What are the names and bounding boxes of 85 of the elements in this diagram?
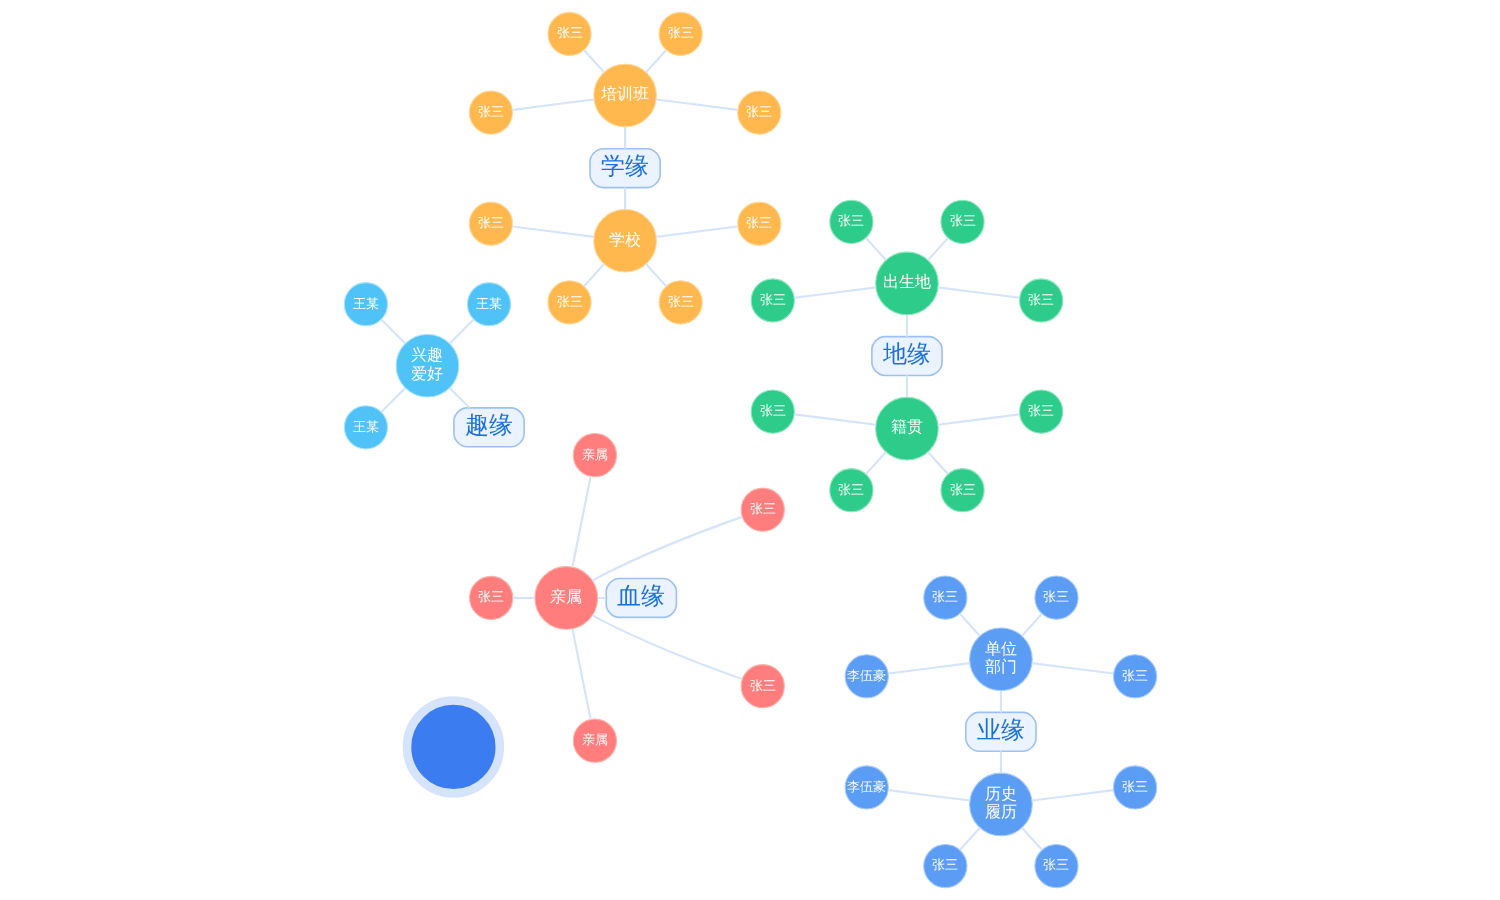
connector — [448, 387, 470, 409]
node-box: 业缘 — [964, 711, 1037, 753]
node-circle: 张三 — [1018, 278, 1063, 323]
connector — [570, 476, 592, 568]
node-box: 学缘 — [588, 147, 661, 189]
connector — [644, 263, 667, 287]
connector — [999, 690, 1002, 713]
node-circle: 张三 — [922, 575, 967, 620]
connector — [905, 375, 908, 398]
connector — [864, 237, 887, 261]
connector — [926, 451, 949, 475]
connector — [937, 413, 1020, 426]
connector — [793, 286, 876, 299]
node-circle: 王某 — [343, 282, 388, 327]
node-circle: 王某 — [466, 282, 511, 327]
node-circle: 学校 — [592, 208, 657, 273]
node-circle: 张三 — [828, 199, 873, 244]
node-circle: 兴趣爱好 — [395, 333, 459, 398]
connector — [591, 515, 742, 582]
node-circle: 张三 — [658, 280, 703, 325]
connector — [591, 614, 742, 681]
connector — [887, 662, 970, 675]
connector — [582, 263, 605, 287]
node-circle: 张三 — [1033, 843, 1079, 889]
node-circle: 张三 — [546, 11, 592, 57]
connector — [1020, 613, 1043, 637]
connector — [655, 225, 738, 238]
connector — [623, 187, 626, 210]
connector — [864, 451, 887, 475]
node-circle: 张三 — [939, 199, 985, 244]
node-circle: 亲属 — [572, 718, 617, 763]
node-box: 趣缘 — [452, 407, 525, 448]
connector — [1020, 827, 1043, 851]
node-circle: 张三 — [740, 664, 785, 709]
node-circle: 张三 — [468, 575, 513, 621]
node-circle: 张三 — [468, 90, 513, 135]
node-circle: 李伍豪 — [844, 654, 889, 699]
node-box: 地缘 — [870, 335, 943, 377]
node-circle: 张三 — [1112, 765, 1157, 810]
node-circle: 单位部门 — [968, 627, 1033, 692]
node-circle: 张三 — [468, 201, 513, 246]
node-circle: 张三 — [1018, 389, 1063, 434]
connector — [958, 613, 981, 637]
node-circle: 张三 — [828, 468, 873, 513]
node-circle: 张三 — [740, 487, 785, 532]
connector — [1031, 789, 1113, 802]
connector — [1031, 662, 1113, 675]
node-circle: 王某 — [343, 405, 388, 450]
node-circle: 历史履历 — [968, 772, 1033, 837]
connector — [512, 98, 594, 111]
node-circle: 张三 — [939, 468, 985, 513]
connector — [793, 413, 876, 426]
connector — [887, 789, 970, 802]
connector — [380, 387, 406, 413]
node-circle: 张三 — [1033, 575, 1079, 620]
node-circle: 张三 — [1112, 654, 1157, 699]
node-box: 血缘 — [604, 577, 677, 619]
node-circle: 李伍豪 — [844, 765, 889, 810]
connector — [448, 319, 474, 345]
node-circle: 张三 — [736, 90, 781, 135]
connector — [512, 596, 535, 600]
connector — [926, 237, 949, 261]
node-circle: 亲属 — [533, 566, 598, 630]
node-circle: 张三 — [750, 278, 795, 323]
connector — [623, 127, 626, 149]
node-circle: 出生地 — [874, 251, 939, 316]
connector — [937, 286, 1020, 299]
node-circle: 张三 — [750, 389, 795, 434]
connector — [380, 319, 406, 345]
node-circle: 亲属 — [572, 433, 617, 478]
node-circle: 籍贯 — [874, 396, 939, 461]
node-circle: 张三 — [922, 843, 967, 889]
connector — [905, 315, 908, 337]
connector — [582, 49, 605, 73]
node-circle: 张三 — [546, 280, 592, 325]
connector — [958, 827, 981, 851]
node-person — [402, 696, 504, 798]
node-circle: 培训班 — [592, 63, 657, 128]
connector — [655, 98, 738, 111]
connector — [570, 628, 592, 720]
node-circle: 张三 — [658, 11, 703, 57]
connector — [999, 751, 1002, 773]
connector — [512, 225, 594, 238]
node-circle: 张三 — [736, 201, 781, 246]
connector — [644, 49, 667, 73]
